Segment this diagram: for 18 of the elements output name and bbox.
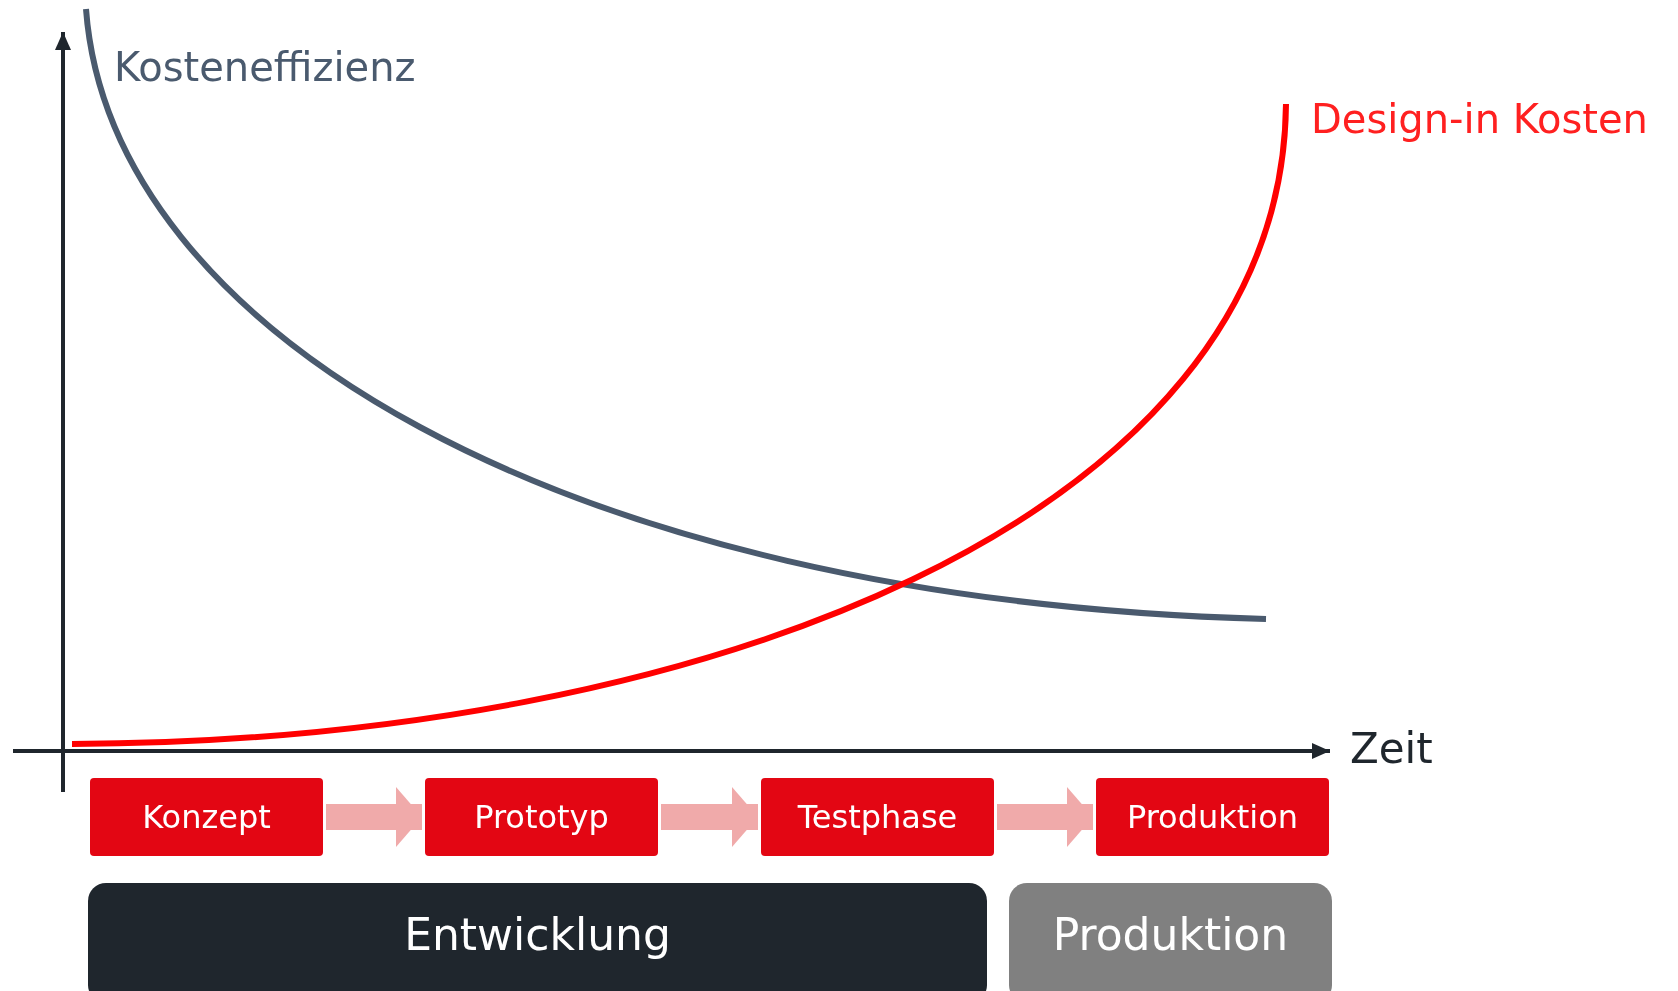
phase-band (88, 883, 987, 991)
box-label: Prototyp (474, 798, 609, 836)
box-label: Entwicklung (404, 909, 671, 960)
curve-label: Kosteneffizienz (114, 44, 416, 90)
curve-label: Design-in Kosten (1311, 96, 1648, 142)
process-box (761, 778, 994, 856)
process-box (90, 778, 323, 856)
box-label: Produktion (1126, 798, 1299, 836)
box-label: Produktion (1052, 909, 1289, 960)
box-label: Konzept (142, 798, 271, 836)
arrow (661, 787, 758, 847)
process-box (425, 778, 658, 856)
axis-label: Zeit (1350, 724, 1433, 773)
phase-band (1009, 883, 1332, 991)
arrow (997, 787, 1093, 847)
arrow (326, 787, 422, 847)
box-label: Testphase (797, 798, 958, 836)
process-box (1096, 778, 1329, 856)
